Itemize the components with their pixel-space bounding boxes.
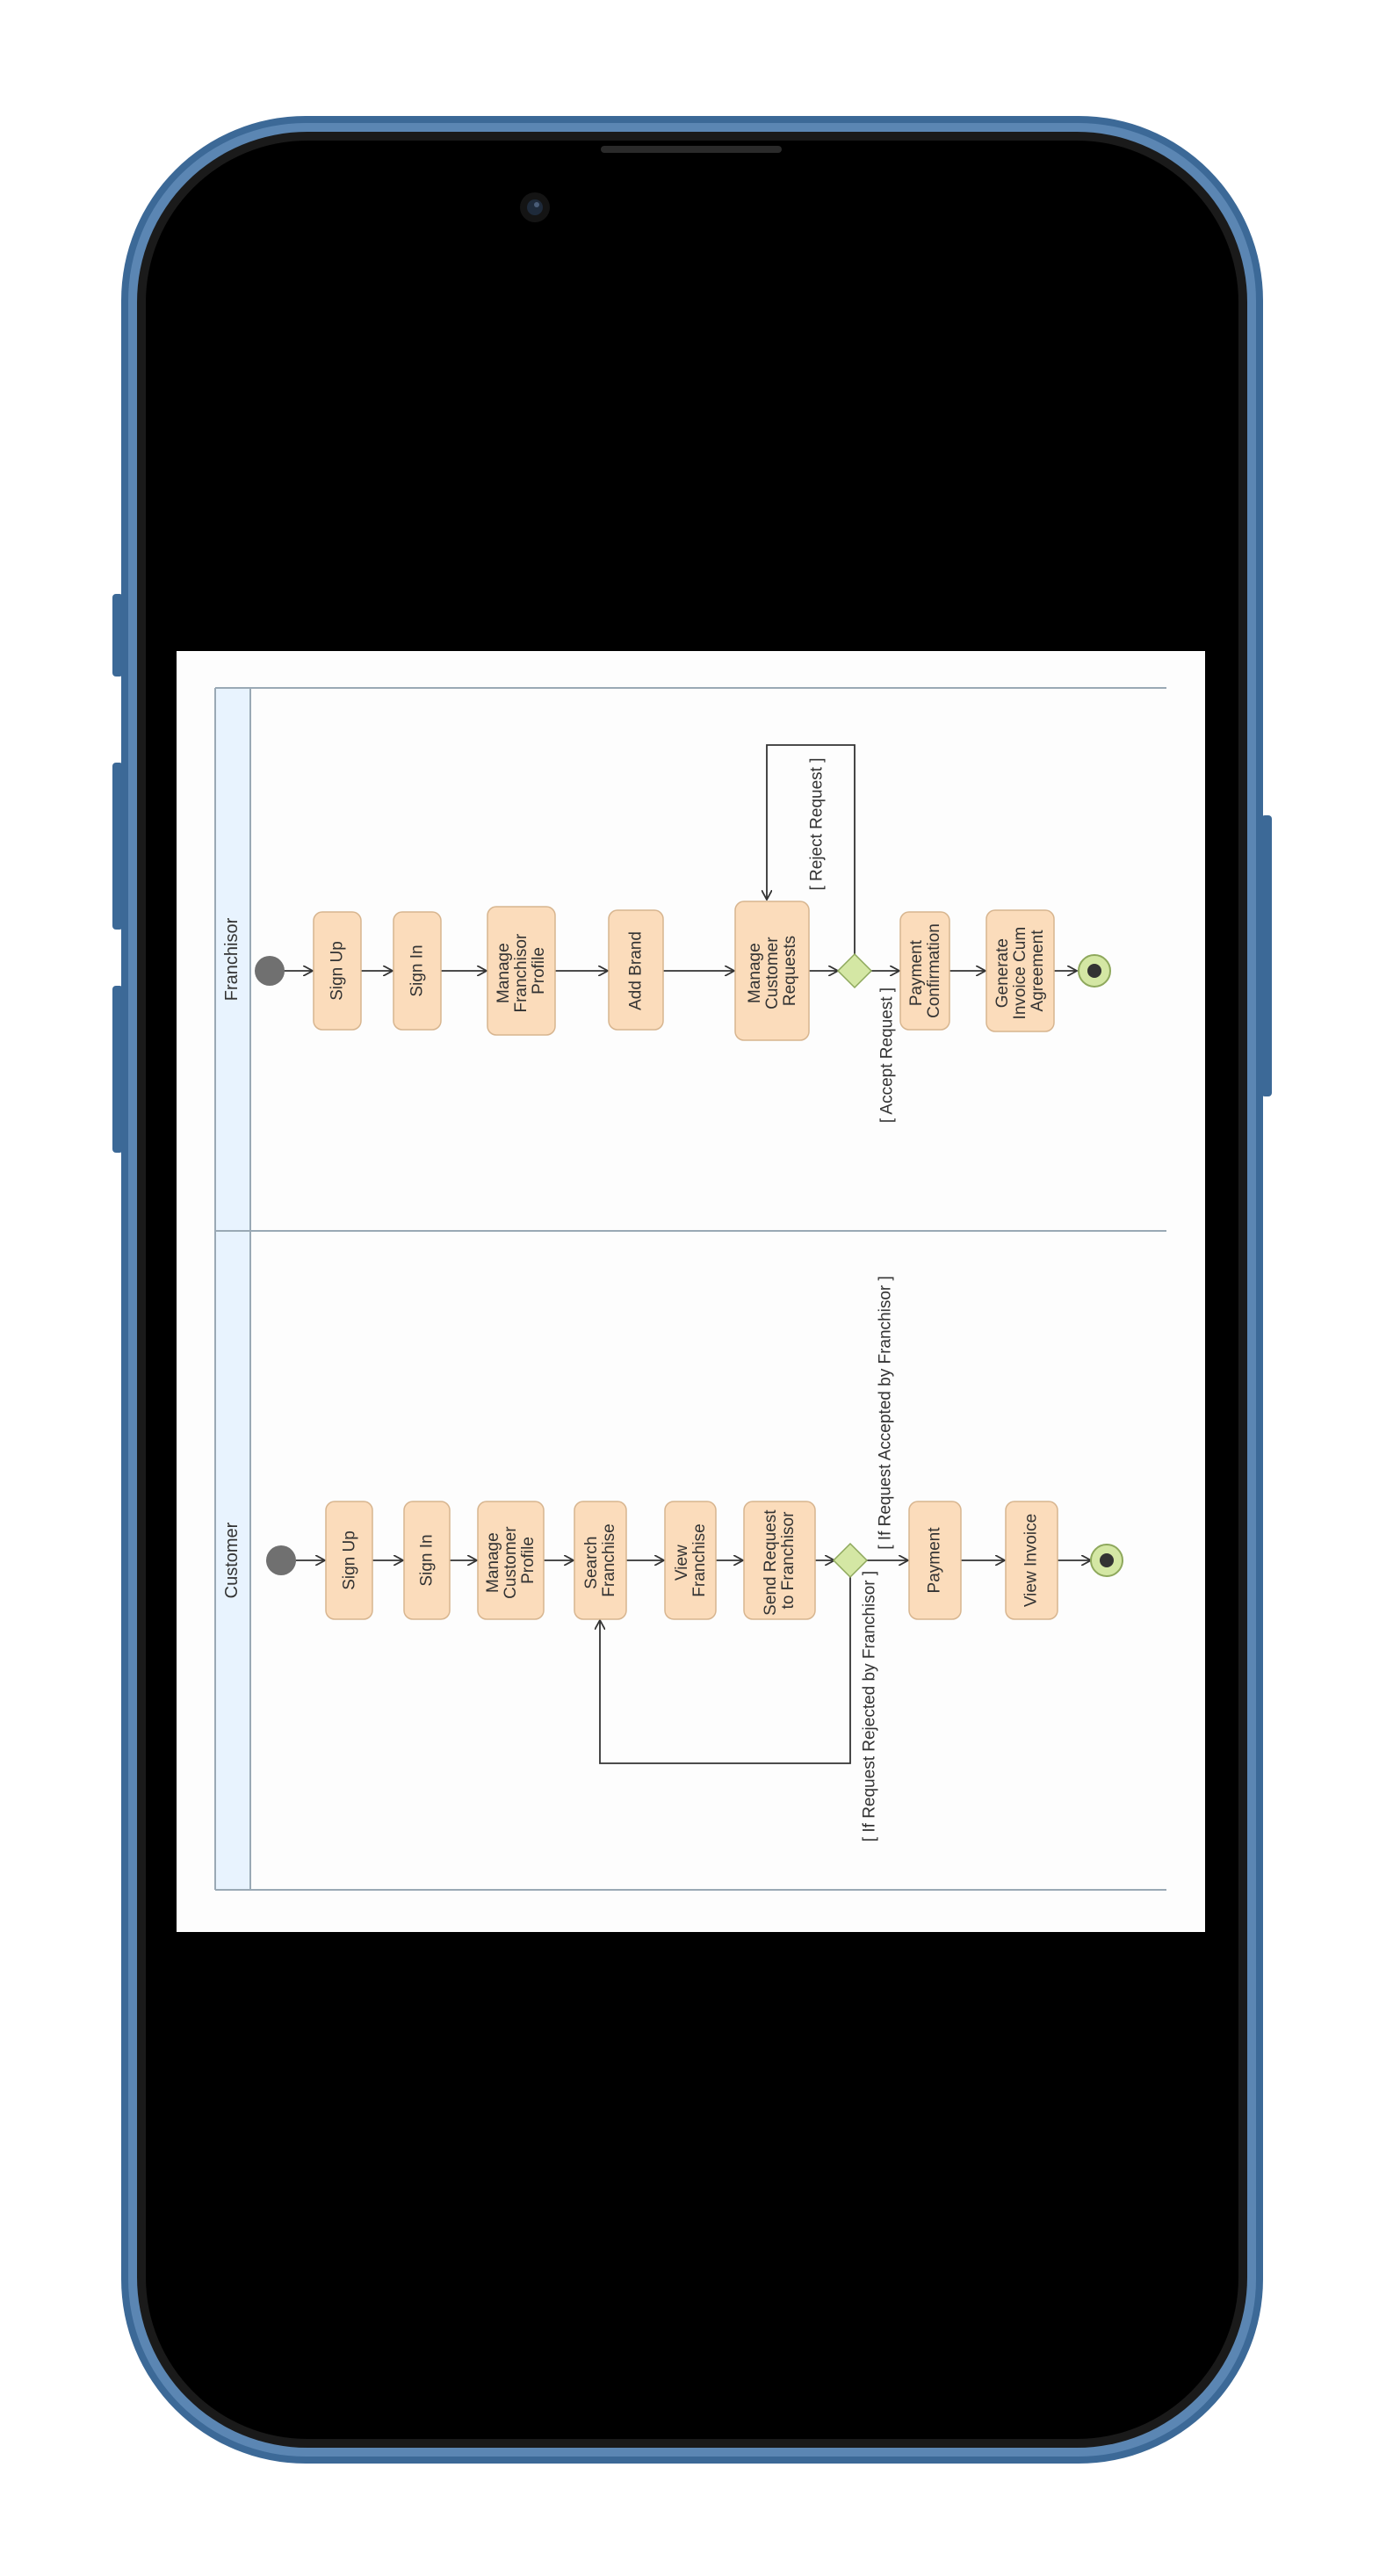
view-invoice: View Invoice	[1005, 1501, 1058, 1620]
manage-franchisor-profile-line1: Manage	[495, 943, 513, 1003]
franchisor-decision-node	[836, 952, 873, 989]
manage-customer-requests-line2: Customer	[763, 937, 782, 1009]
customer-sign-in-label: Sign In	[418, 1534, 437, 1586]
payment-confirmation: Payment Confirmation	[899, 911, 950, 1031]
generate-invoice-line3: Agreement	[1029, 930, 1047, 1012]
franchisor-sign-up-label: Sign Up	[329, 941, 347, 1001]
franchisor-sign-up: Sign Up	[313, 911, 362, 1031]
earpiece-speaker	[601, 146, 782, 153]
svg-text:Manage Franchisor: Manage Franchisor Profile	[495, 929, 548, 1012]
volume-down-button[interactable]	[112, 986, 123, 1153]
svg-text:Search Franchise: Search Franchise	[582, 1523, 618, 1596]
manage-customer-requests-line3: Requests	[781, 936, 799, 1006]
volume-up-button[interactable]	[112, 763, 123, 930]
svg-text:Payment Confirmation: Payment Confirmation	[907, 923, 943, 1018]
manage-franchisor-profile-line2: Franchisor	[512, 933, 531, 1012]
payment-confirmation-line1: Payment	[907, 939, 926, 1006]
manage-customer-profile: Manage Customer Profile	[477, 1501, 545, 1620]
manage-customer-requests: Manage Customer Requests	[734, 901, 810, 1041]
payment-confirmation-line2: Confirmation	[925, 923, 943, 1018]
view-franchise: View Franchise	[664, 1501, 717, 1620]
customer-payment: Payment	[908, 1501, 962, 1620]
customer-end-node	[1090, 1544, 1123, 1577]
generate-invoice-line1: Generate	[993, 938, 1012, 1008]
customer-payment-label: Payment	[926, 1527, 944, 1594]
customer-sign-in: Sign In	[403, 1501, 451, 1620]
manage-customer-profile-line2: Customer	[502, 1526, 520, 1599]
generate-invoice-agreement: Generate Invoice Cum Agreement	[986, 909, 1055, 1032]
lane-label-franchisor: Franchisor	[222, 917, 242, 1001]
send-request-line1: Send Request	[762, 1509, 780, 1616]
manage-customer-requests-line1: Manage	[746, 943, 764, 1003]
franchisor-sign-in-label: Sign In	[408, 944, 427, 996]
generate-invoice-line2: Invoice Cum	[1011, 927, 1029, 1020]
guard-reject-request: [ Reject Request ]	[808, 757, 827, 890]
search-franchise: Search Franchise	[574, 1501, 627, 1620]
customer-start-node	[266, 1545, 296, 1575]
swimlane-frame	[214, 687, 1166, 1891]
svg-text:View Franchise: View Franchise	[673, 1523, 709, 1596]
manage-customer-profile-line1: Manage	[484, 1532, 502, 1593]
svg-text:Generate Invoice Cum: Generate Invoice Cum Agreement	[993, 923, 1047, 1020]
franchisor-end-node	[1078, 954, 1111, 988]
svg-text:Send Request to Fran: Send Request to Franchisor	[762, 1505, 798, 1616]
franchisor-sign-in: Sign In	[393, 911, 442, 1031]
view-franchise-line1: View	[673, 1545, 691, 1581]
svg-text:Manage Customer: Manage Customer Profile	[484, 1522, 538, 1599]
activity-diagram: Franchisor Customer Sign Up	[177, 651, 1205, 1932]
guard-request-rejected: [ If Request Rejected by Franchisor ]	[861, 1571, 879, 1842]
front-camera-icon	[520, 192, 550, 222]
franchisor-flow: Sign Up Sign In Manage Franchisor Profil…	[255, 744, 1111, 1123]
manage-franchisor-profile-line3: Profile	[530, 947, 548, 995]
franchisor-start-node	[255, 956, 285, 986]
mute-switch[interactable]	[112, 594, 123, 677]
power-button[interactable]	[1261, 815, 1272, 1096]
manage-customer-profile-line3: Profile	[519, 1537, 538, 1584]
send-request-to-franchisor: Send Request to Franchisor	[743, 1501, 816, 1620]
add-brand: Add Brand	[608, 909, 664, 1031]
guard-accept-request: [ Accept Request ]	[878, 988, 897, 1123]
customer-sign-up-label: Sign Up	[341, 1530, 359, 1590]
svg-text:Manage Customer: Manage Customer Requests	[746, 932, 799, 1009]
guard-request-accepted: [ If Request Accepted by Franchisor ]	[877, 1276, 895, 1550]
search-franchise-line1: Search	[582, 1537, 601, 1589]
send-request-line2: to Franchisor	[779, 1511, 798, 1610]
view-invoice-label: View Invoice	[1022, 1514, 1041, 1607]
lane-label-customer: Customer	[222, 1522, 242, 1598]
customer-sign-up: Sign Up	[325, 1501, 373, 1620]
add-brand-label: Add Brand	[627, 931, 646, 1010]
customer-decision-node	[832, 1542, 869, 1579]
customer-flow: Sign Up Sign In Manage Customer Profile …	[266, 1276, 1123, 1842]
search-franchise-line2: Franchise	[600, 1523, 618, 1596]
manage-franchisor-profile: Manage Franchisor Profile	[487, 906, 556, 1036]
view-franchise-line2: Franchise	[690, 1523, 709, 1596]
